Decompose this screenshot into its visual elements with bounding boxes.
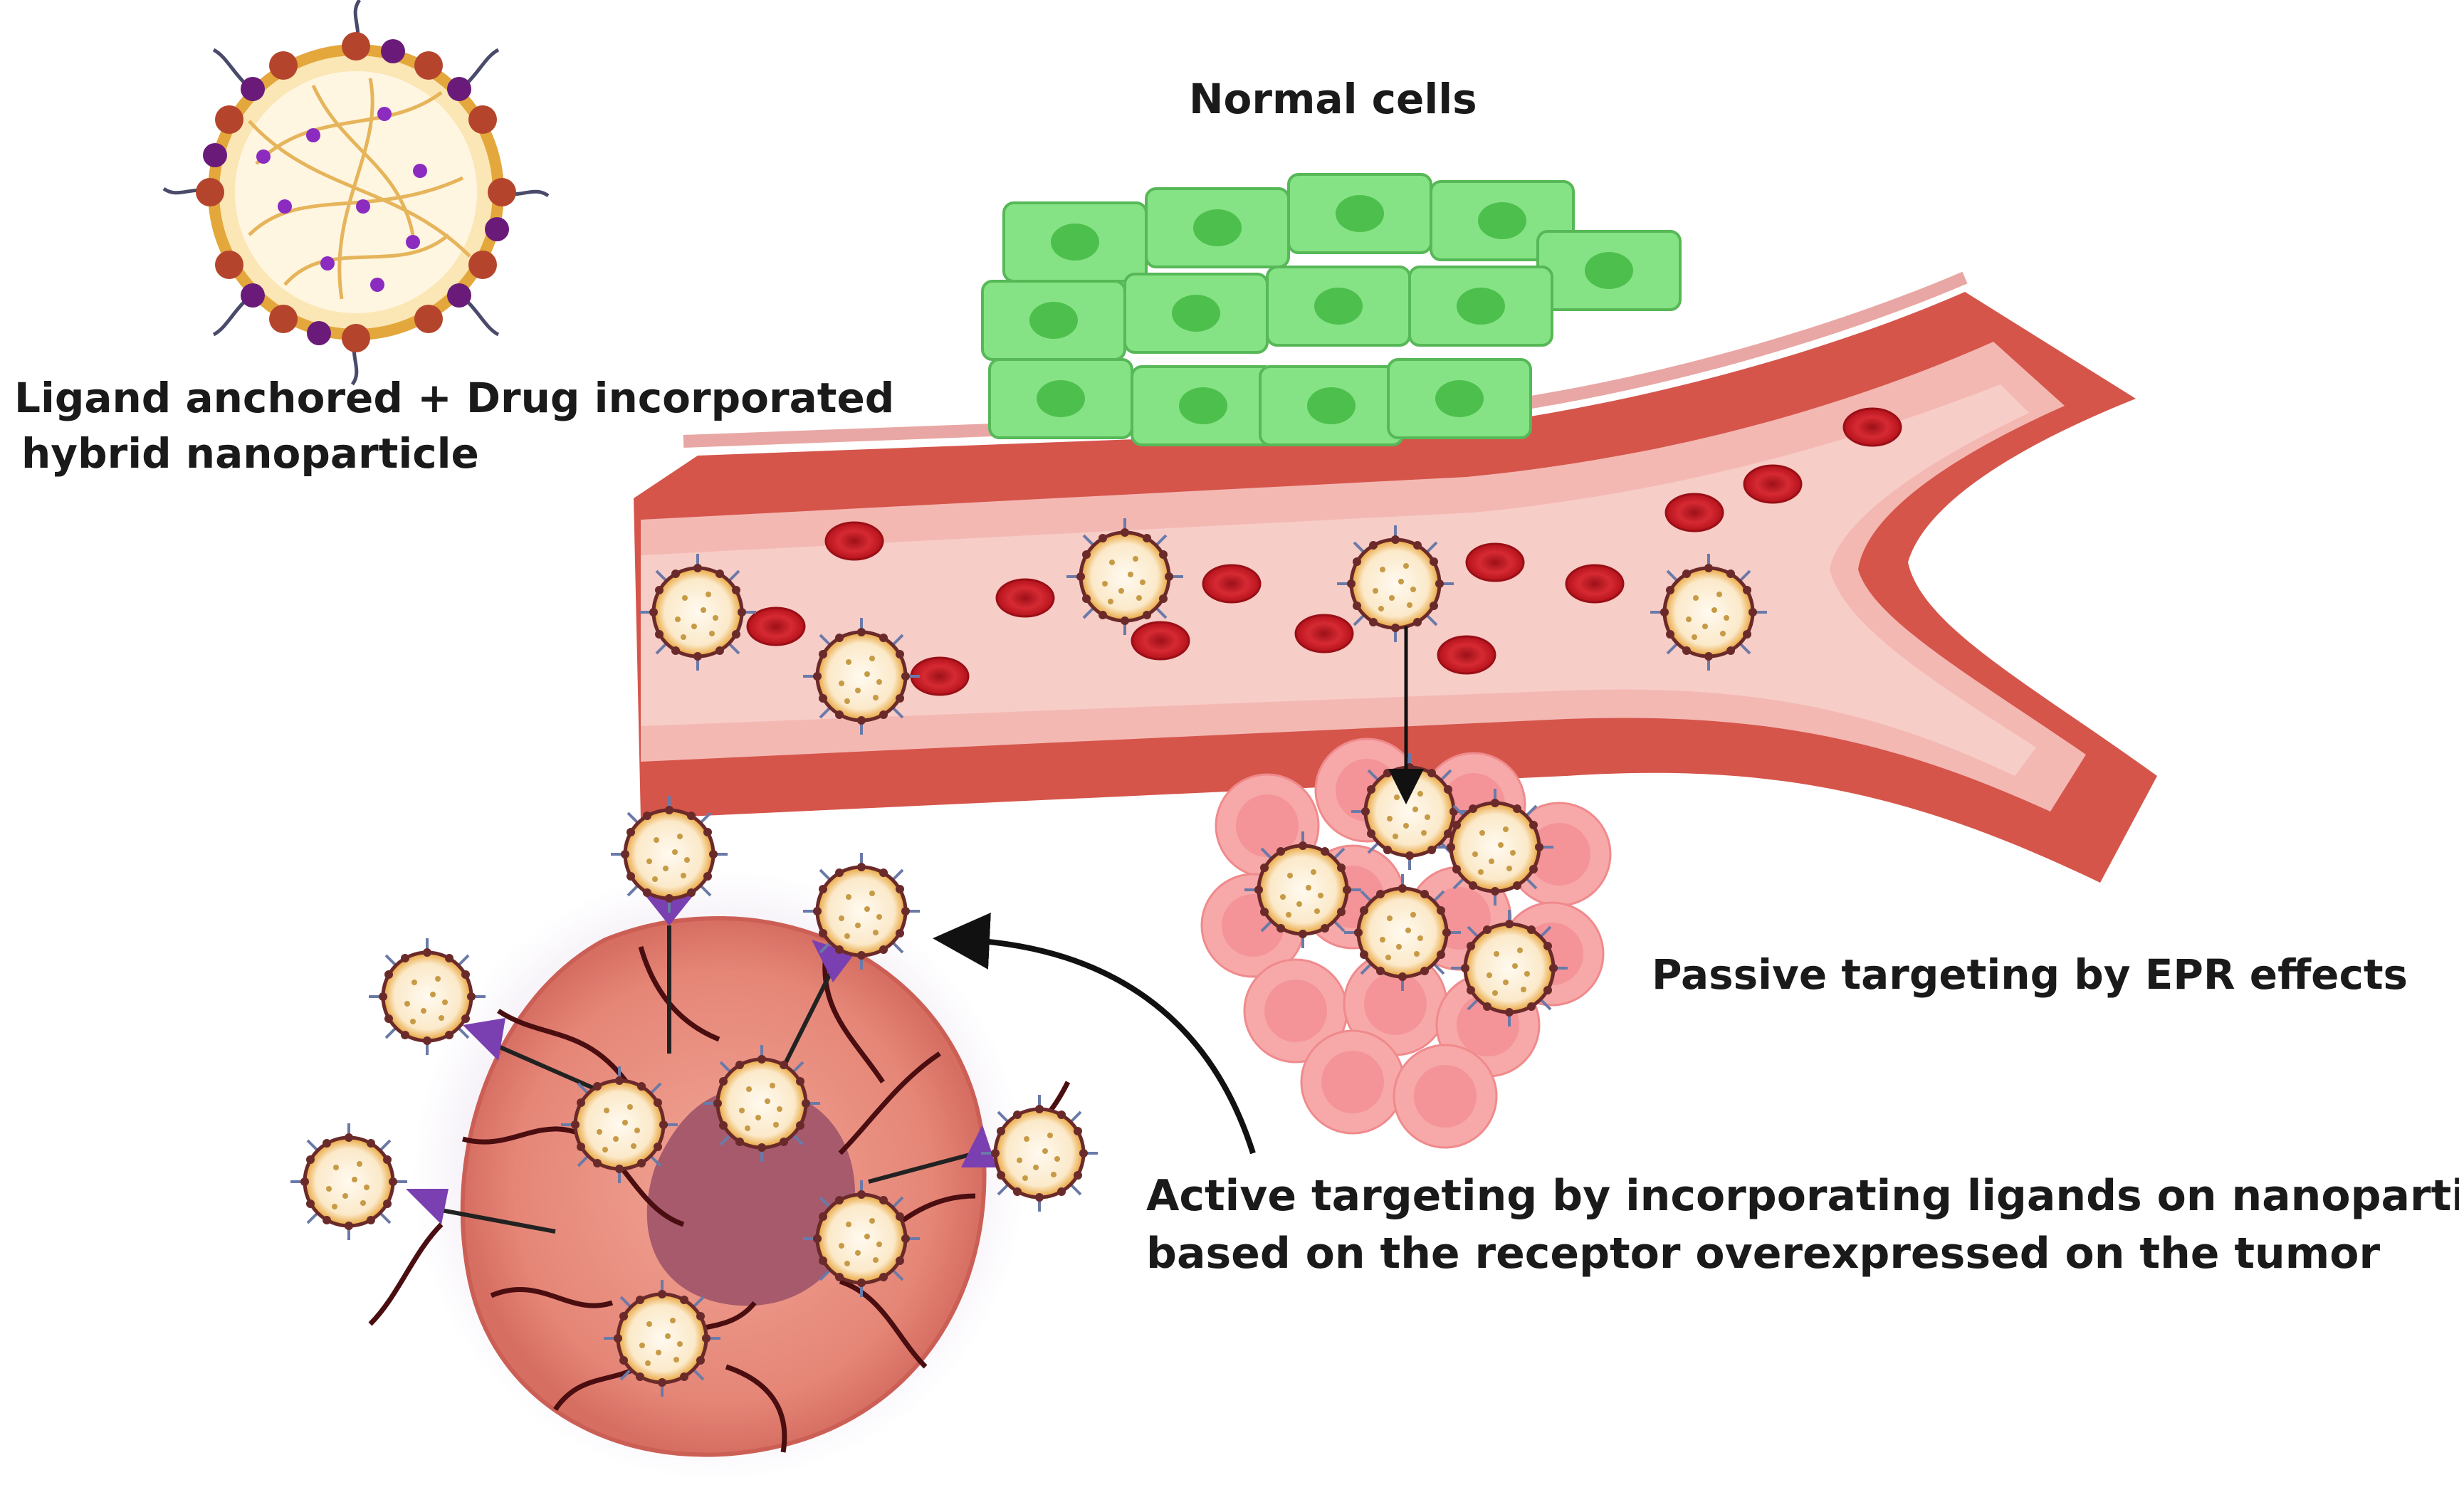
nanoparticle <box>803 853 920 970</box>
normal-cell <box>1387 358 1532 439</box>
nanoparticle <box>1437 789 1553 905</box>
red-blood-cell <box>1131 621 1190 661</box>
nanoparticle-label-line1: Ligand anchored + Drug incorporated <box>14 374 895 422</box>
red-blood-cell <box>1202 564 1262 604</box>
nanoparticle <box>639 554 756 671</box>
nanoparticle <box>703 1045 820 1162</box>
normal-cell <box>981 280 1126 361</box>
epr-tumor-cluster <box>1200 737 1612 1149</box>
passive-targeting-label: Passive targeting by EPR effects <box>1652 950 2408 999</box>
epr-cell <box>1300 1029 1405 1135</box>
vessel-top-edge <box>683 271 1968 448</box>
nanoparticle <box>561 1066 678 1183</box>
receptor <box>406 1189 449 1224</box>
active-targeting-label: Active targeting by incorporating ligand… <box>1146 1167 2459 1283</box>
nanoparticle <box>1451 910 1568 1027</box>
normal-cell <box>1145 187 1290 268</box>
normal-cell <box>1287 173 1432 254</box>
normal-cell <box>1002 201 1148 283</box>
red-blood-cell <box>1294 614 1354 653</box>
nanoparticle <box>803 1180 920 1297</box>
vessel-inner-band <box>641 384 2036 776</box>
nanoparticle-label: Ligand anchored + Drug incorporated hybr… <box>14 370 894 482</box>
epr-cell <box>1393 1044 1498 1149</box>
red-blood-cell <box>995 578 1055 618</box>
red-blood-cell <box>1465 542 1525 582</box>
nanoparticle <box>290 1123 407 1240</box>
nanoparticle <box>1650 554 1767 671</box>
nanoparticle <box>1337 525 1454 642</box>
active-arrow <box>933 912 1256 1155</box>
red-blood-cell <box>1842 407 1902 447</box>
nanoparticle <box>803 618 920 735</box>
nanoparticle <box>981 1095 1098 1212</box>
nanoparticle <box>1066 518 1183 635</box>
normal-cell <box>1266 266 1411 347</box>
normal-cell <box>1259 365 1404 446</box>
red-blood-cell <box>824 521 884 561</box>
normal-cell <box>1123 273 1269 354</box>
tumor <box>290 796 1098 1481</box>
active-targeting-label-line2: based on the receptor overexpressed on t… <box>1146 1229 2381 1279</box>
nanoparticle <box>1244 831 1361 948</box>
normal-cell <box>1131 365 1276 446</box>
nanoparticle-illustration <box>162 0 550 386</box>
normal-cell <box>988 358 1133 439</box>
red-blood-cell <box>1565 564 1625 604</box>
nanoparticle <box>604 1280 720 1397</box>
receptor <box>463 1018 505 1061</box>
normal-cell <box>1408 266 1553 347</box>
nanoparticle <box>1344 874 1461 991</box>
nanoparticle-label-line2: hybrid nanoparticle <box>21 429 479 478</box>
red-blood-cell <box>1437 635 1496 675</box>
normal-cell <box>1536 230 1682 311</box>
normal-cells-label: Normal cells <box>1189 75 1477 123</box>
active-targeting-label-line1: Active targeting by incorporating ligand… <box>1146 1171 2459 1221</box>
red-blood-cell <box>1743 464 1803 504</box>
nanoparticle <box>369 938 486 1055</box>
red-blood-cell <box>1664 493 1724 532</box>
nanoparticle <box>611 796 728 913</box>
normal-cells-cluster <box>981 173 1682 446</box>
receptor <box>961 1125 997 1167</box>
